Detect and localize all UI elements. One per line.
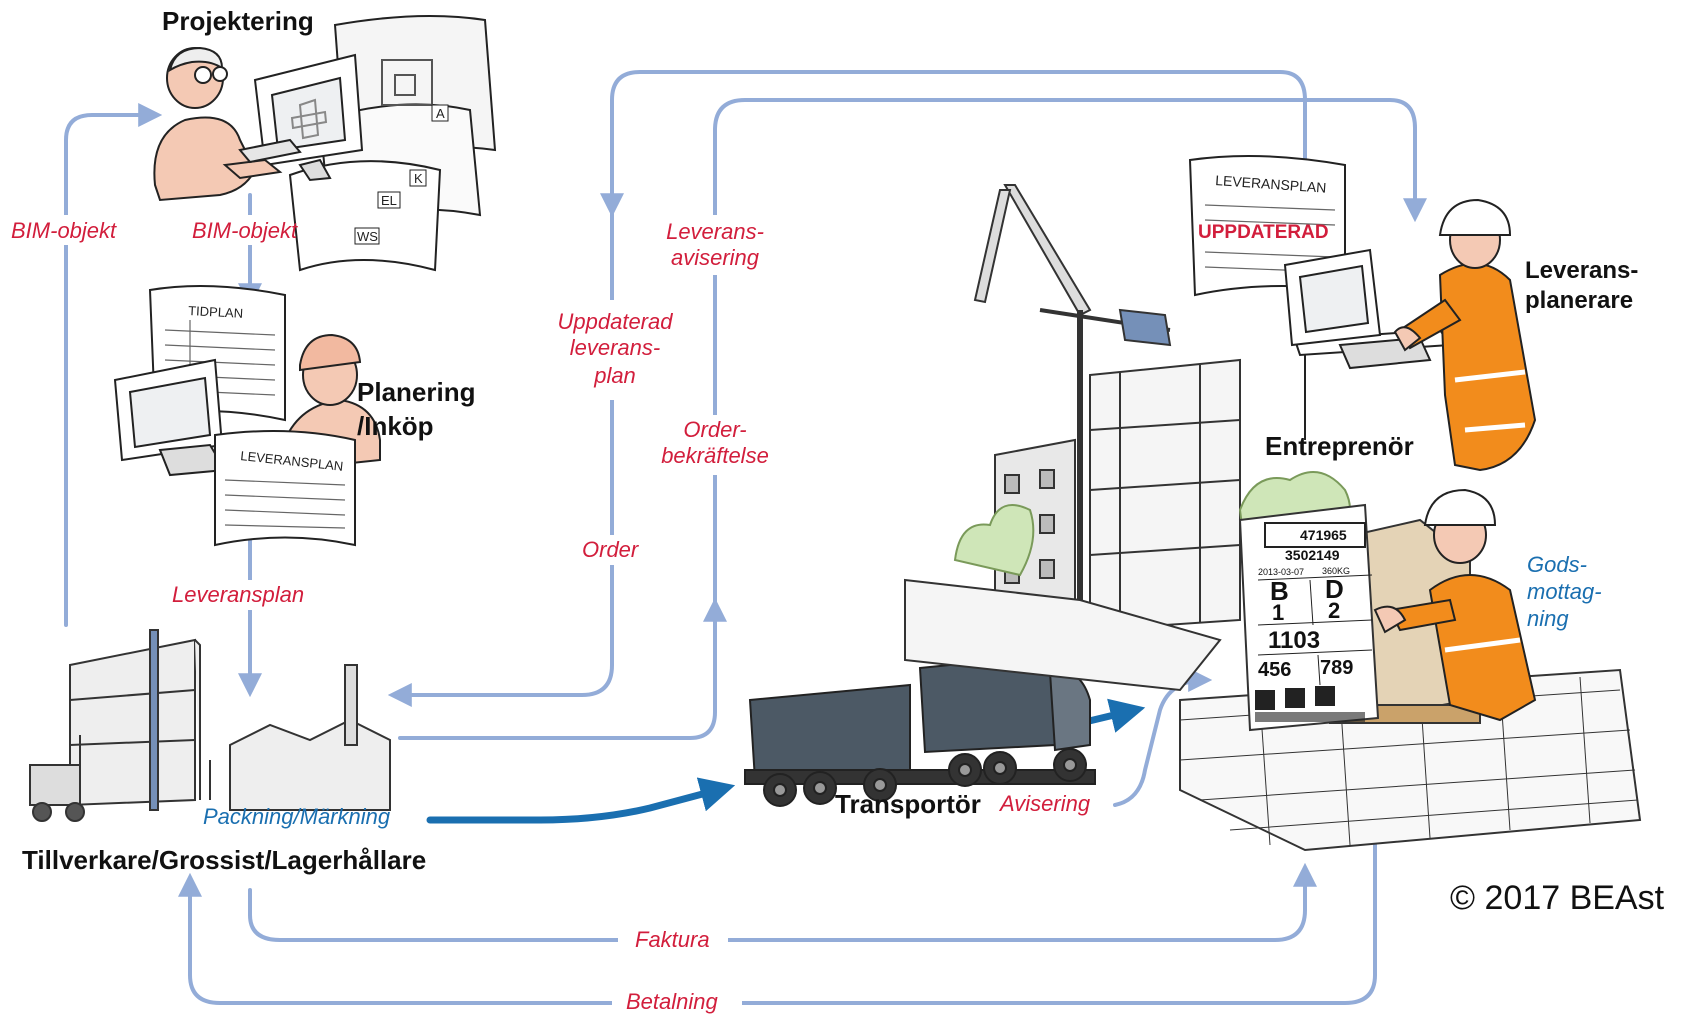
projektering-illustration xyxy=(153,15,497,272)
flow-leveransavisering-line2: avisering xyxy=(670,245,760,270)
flow-orderbekraftelse-line1: Order- xyxy=(683,417,747,442)
sheet-tag-k: K xyxy=(414,171,423,186)
flow-bim-left: BIM-objekt xyxy=(11,218,117,243)
arrow-bim-left xyxy=(64,103,163,627)
flow-uppdaterad-line3: plan xyxy=(594,363,636,388)
flow-godsmottagning-line1: Gods- xyxy=(1527,552,1587,577)
arrow-betalning xyxy=(178,833,1377,1005)
node-transportor: Transportör xyxy=(835,789,981,819)
node-planering-line1: Planering xyxy=(357,377,476,407)
label-top-number: 471965 xyxy=(1300,527,1347,543)
label-second-number: 3502149 xyxy=(1285,547,1340,563)
label-mid-number: 1103 xyxy=(1268,627,1320,654)
label-letter-left: B xyxy=(1270,576,1289,606)
truck-illustration xyxy=(744,653,1096,807)
flow-betalning: Betalning xyxy=(626,989,718,1014)
physical-flow xyxy=(426,698,1146,824)
node-entreprenor: Entreprenör xyxy=(1265,431,1414,461)
copyright-notice: © 2017 BEAst xyxy=(1450,879,1665,917)
flow-bim-center: BIM-objekt xyxy=(192,218,298,243)
label-date: 2013-03-07 xyxy=(1258,567,1304,577)
label-code: 360KG xyxy=(1322,566,1350,576)
arrow-orderbekraftelse xyxy=(398,98,1427,740)
node-leveransplanerare-line1: Leverans- xyxy=(1525,257,1639,284)
leveransplan-sheet-title: LEVERANSPLAN xyxy=(1215,172,1327,196)
flow-arrows xyxy=(64,70,1427,1005)
sheet-tag-el: EL xyxy=(381,193,397,208)
planering-illustration xyxy=(113,285,381,547)
flow-packning: Packning/Märkning xyxy=(203,804,391,829)
node-tillverkare: Tillverkare/Grossist/Lagerhållare xyxy=(22,845,427,875)
uppdaterad-stamp: UPPDATERAD xyxy=(1198,222,1329,243)
leveransplanerare-illustration xyxy=(1188,155,1537,472)
flow-uppdaterad-line2: leverans- xyxy=(569,335,661,360)
flow-uppdaterad-line1: Uppdaterad xyxy=(557,309,673,334)
label-bottom-right: 789 xyxy=(1320,657,1353,679)
node-projektering: Projektering xyxy=(162,6,314,36)
arrow-faktura xyxy=(248,862,1317,942)
construction-site-illustration xyxy=(904,184,1642,852)
flow-avisering: Avisering xyxy=(1000,791,1091,816)
node-leveransplanerare-line2: planerare xyxy=(1525,287,1634,314)
flow-godsmottagning-line3: ning xyxy=(1527,606,1569,631)
flow-faktura: Faktura xyxy=(635,927,710,952)
label-digit-right: 2 xyxy=(1328,598,1340,623)
sheet-tag-ws: WS xyxy=(357,229,378,244)
node-planering-line2: /Inköp xyxy=(357,411,434,441)
leveransplan-sheet-text: LEVERANSPLAN UPPDATERAD xyxy=(1198,172,1329,243)
arrow-order xyxy=(387,70,1307,707)
flow-leveransavisering-line1: Leverans- xyxy=(666,219,764,244)
warehouse-illustration xyxy=(29,629,391,822)
arrow-truck-to-site xyxy=(1081,698,1146,733)
label-bottom-left: 456 xyxy=(1258,659,1291,681)
label-digit-left: 1 xyxy=(1272,600,1284,625)
label-letter-right: D xyxy=(1325,574,1344,604)
flow-orderbekraftelse-line2: bekräftelse xyxy=(661,443,769,468)
arrow-packning xyxy=(426,777,736,824)
sheet-tag-a: A xyxy=(436,106,445,121)
shipping-label-text: 471965 3502149 2013-03-07 360KG B D 1 2 … xyxy=(1258,527,1353,681)
flow-godsmottagning-line2: mottag- xyxy=(1527,579,1602,604)
label-gaps xyxy=(0,215,790,1015)
flow-order: Order xyxy=(582,537,639,562)
tidplan-doc-title: TIDPLAN xyxy=(188,303,244,321)
drawing-sheet-tags: A K EL WS xyxy=(354,104,449,245)
goods-receiver-illustration xyxy=(1373,488,1537,722)
flow-leveransplan: Leveransplan xyxy=(172,582,305,607)
